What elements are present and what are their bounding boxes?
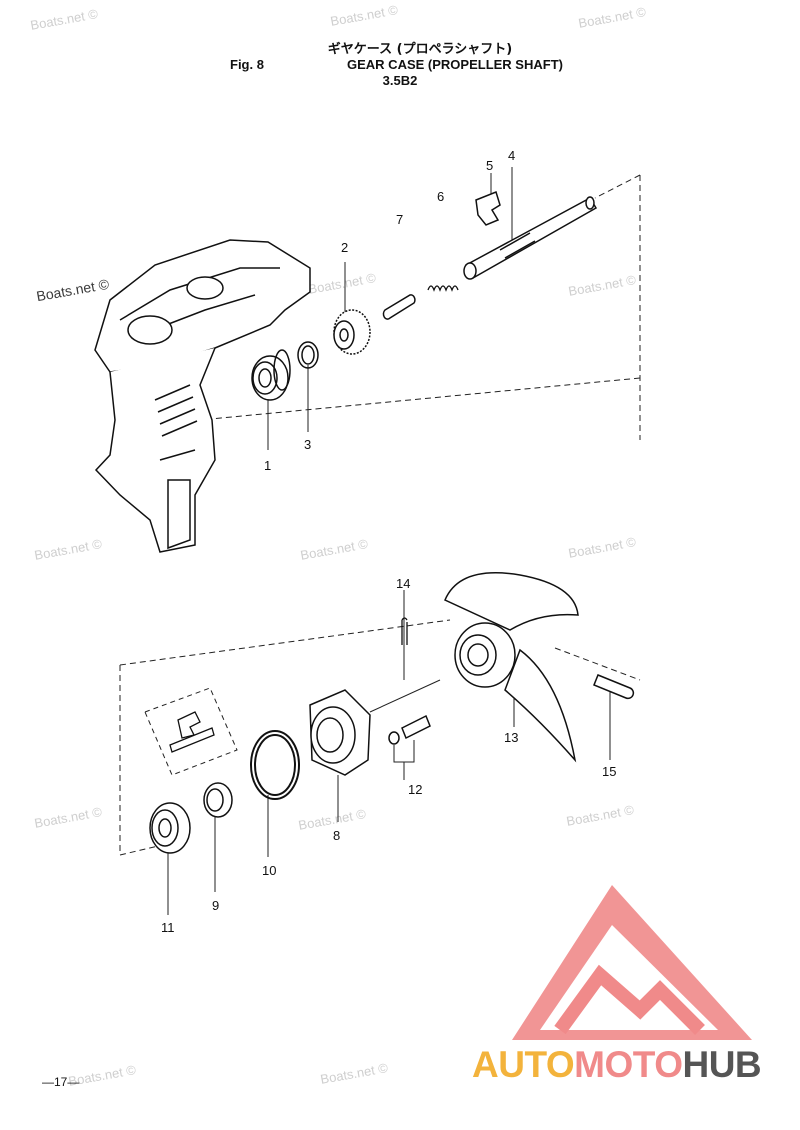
bearing-1 (251, 349, 291, 401)
housing-cap-8 (309, 689, 371, 776)
part-number-label: 13 (504, 730, 519, 745)
part-number-label: 7 (396, 212, 404, 227)
part-number-label: 10 (262, 863, 277, 878)
page-number: —17— (42, 1075, 80, 1089)
o-ring-10 (250, 730, 300, 800)
logo-wordmark: AUTOMOTOHUB (472, 1044, 762, 1086)
cotter-pin-14 (401, 617, 408, 645)
assembly-lines (119, 167, 641, 915)
part-number-label: 15 (602, 764, 617, 779)
logo-moto-text: MOTO (574, 1044, 683, 1085)
logo-auto-text: AUTO (472, 1044, 575, 1085)
spring-6 (427, 285, 459, 292)
shear-pin-15 (593, 674, 635, 700)
gear-2 (333, 309, 371, 355)
part-number-label: 6 (437, 189, 445, 204)
part-number-label: 4 (508, 148, 516, 163)
part-number-label: 12 (408, 782, 423, 797)
propeller-shaft-4 (463, 196, 598, 280)
propeller-13 (444, 572, 579, 763)
diagram-title: GEAR CASE (PROPELLER SHAFT) (347, 57, 563, 72)
logo-triangle (512, 885, 752, 1040)
part-number-label: 11 (161, 920, 175, 935)
figure-label: Fig. 8 (230, 57, 264, 72)
pin-7 (382, 294, 416, 320)
japanese-title: ギヤケース (プロペラシャフト) (327, 42, 513, 57)
part-number-label: 8 (333, 828, 341, 843)
part-number-label: 9 (212, 898, 220, 913)
logo-hub-text: HUB (682, 1044, 762, 1085)
part-number-label: 2 (341, 240, 349, 255)
gear-case-housing (94, 239, 311, 553)
oil-seal-9 (203, 782, 233, 818)
bearing-11 (149, 802, 191, 854)
part-number-label: 3 (304, 437, 312, 452)
part-number-label: 14 (396, 576, 411, 591)
part-number-label: 1 (264, 458, 272, 473)
shim-3 (297, 341, 319, 369)
clutch-set (169, 711, 215, 753)
part-number-label: 5 (486, 158, 494, 173)
clutch-5 (475, 191, 501, 226)
bolt-12 (388, 714, 431, 745)
model-label: 3.5B2 (382, 73, 418, 88)
